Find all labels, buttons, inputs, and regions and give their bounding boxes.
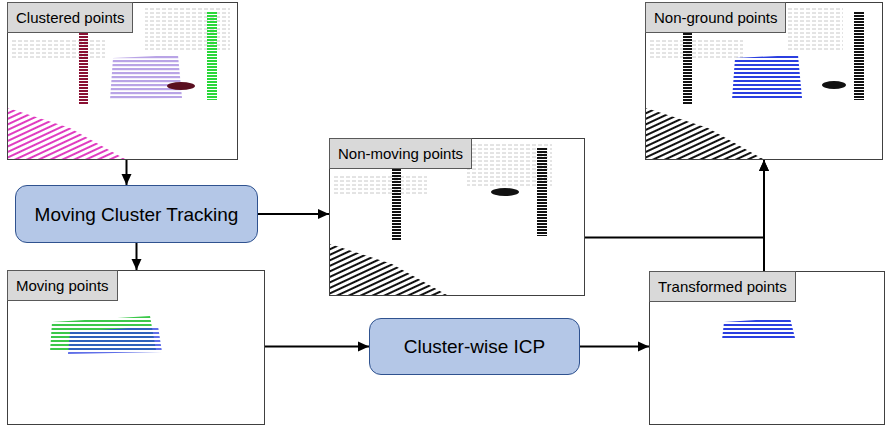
background-points bbox=[145, 6, 230, 50]
transformed-cloud bbox=[722, 318, 795, 340]
background-points bbox=[788, 6, 843, 50]
background-points bbox=[332, 176, 427, 194]
flow-arrow bbox=[580, 346, 649, 348]
ground-points bbox=[330, 244, 447, 295]
ground-points bbox=[646, 108, 763, 159]
vehicle-points bbox=[722, 318, 795, 340]
vehicle-cluster bbox=[110, 55, 182, 100]
moving-cloud bbox=[50, 316, 162, 354]
background-points bbox=[648, 40, 743, 58]
image-panel: Non-moving points bbox=[329, 138, 585, 296]
image-panel: Clustered points bbox=[7, 2, 238, 160]
flow-arrow bbox=[585, 160, 764, 238]
pole-points bbox=[854, 12, 864, 100]
panel-heading: Clustered points bbox=[7, 2, 133, 33]
ground-cluster bbox=[8, 108, 125, 159]
pole-cluster bbox=[207, 12, 217, 100]
panel-heading: Non-ground points bbox=[645, 2, 786, 33]
panel-heading: Transformed points bbox=[649, 271, 796, 302]
flow-arrow bbox=[258, 213, 329, 215]
object-cluster bbox=[167, 82, 195, 90]
panel-heading: Moving points bbox=[7, 270, 118, 301]
vehicle-points bbox=[68, 326, 162, 354]
vehicle-points bbox=[732, 55, 802, 100]
process-box: Cluster-wise ICP bbox=[369, 318, 580, 375]
flow-arrow bbox=[126, 160, 128, 185]
pole-points bbox=[537, 148, 547, 236]
process-label: Cluster-wise ICP bbox=[404, 335, 545, 358]
image-panel: Transformed points bbox=[649, 271, 885, 425]
flow-arrow bbox=[763, 160, 765, 271]
process-label: Moving Cluster Tracking bbox=[35, 203, 239, 226]
image-panel: Moving points bbox=[7, 270, 265, 425]
flow-arrow bbox=[265, 346, 369, 348]
image-panel: Non-ground points bbox=[645, 2, 883, 160]
object-points bbox=[822, 81, 846, 89]
flow-arrow bbox=[136, 243, 138, 270]
process-box: Moving Cluster Tracking bbox=[15, 185, 258, 243]
background-points bbox=[10, 40, 105, 58]
object-points bbox=[491, 188, 519, 196]
panel-heading: Non-moving points bbox=[329, 138, 472, 169]
